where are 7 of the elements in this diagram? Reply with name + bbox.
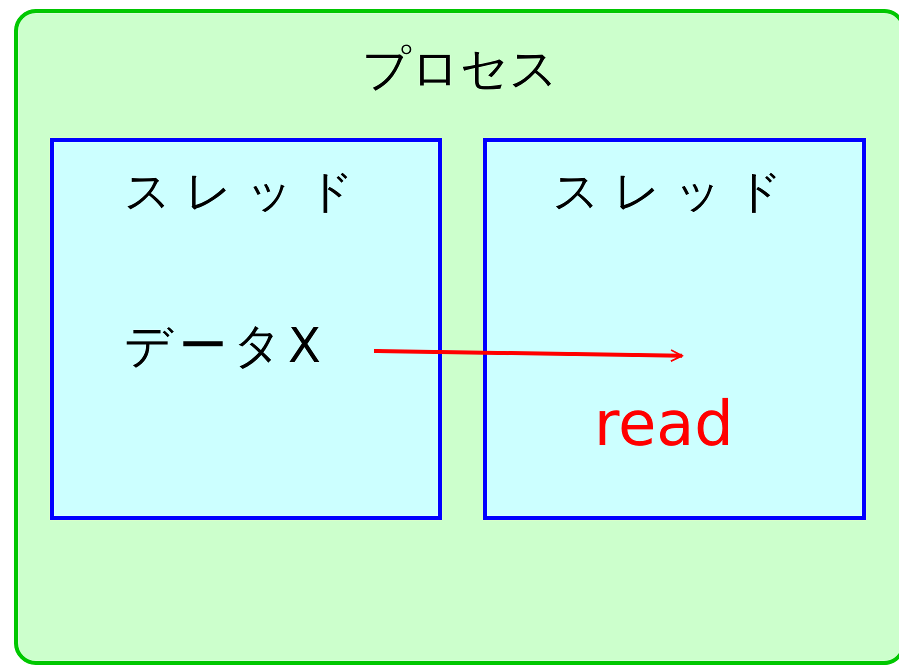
data-label: データX: [124, 318, 327, 376]
process-title: プロセス: [361, 41, 559, 99]
process-box: [14, 9, 899, 665]
thread-box: [50, 138, 442, 520]
thread-box: [483, 138, 866, 520]
thread-title: スレッド: [552, 164, 798, 220]
thread-title: スレッド: [123, 164, 369, 220]
